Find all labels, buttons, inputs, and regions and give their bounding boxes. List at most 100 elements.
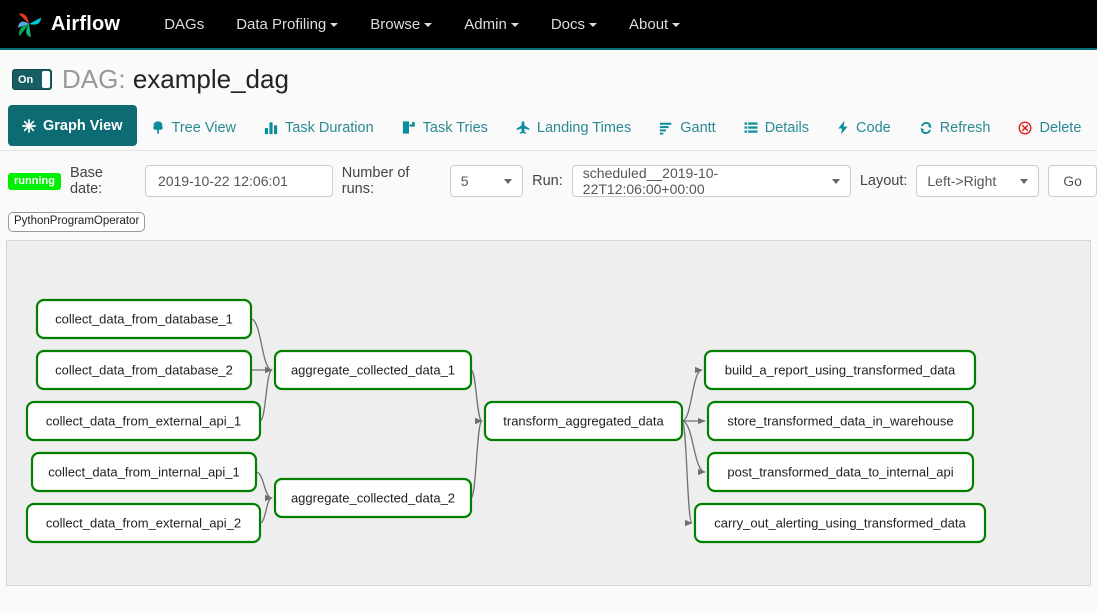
delete-circle-icon xyxy=(1018,121,1032,135)
graph-node[interactable]: collect_data_from_database_1 xyxy=(35,298,253,339)
number-of-runs-value: 5 xyxy=(460,173,469,189)
tab-label: Task Tries xyxy=(422,119,488,136)
tab-landing-times[interactable]: Landing Times xyxy=(502,105,645,150)
legend-operator-pill[interactable]: PythonProgramOperator xyxy=(8,212,146,232)
tab-label: Refresh xyxy=(939,119,991,136)
run-select[interactable]: scheduled__2019-10-22T12:06:00+00:00 xyxy=(571,165,851,197)
nav-item-about[interactable]: About xyxy=(613,10,696,39)
graph-node[interactable]: store_transformed_data_in_warehouse xyxy=(706,400,975,441)
graph-edge xyxy=(470,369,483,424)
tab-label: Code xyxy=(856,119,891,136)
graph-node-label: carry_out_alerting_using_transformed_dat… xyxy=(714,515,966,530)
base-date-input[interactable]: 2019-10-22 12:06:01 xyxy=(144,165,333,197)
brand-label: Airflow xyxy=(51,12,121,35)
tab-label: Details xyxy=(764,119,810,136)
graph-node-label: collect_data_from_external_api_2 xyxy=(46,515,241,530)
number-of-runs-label: Number of runs: xyxy=(341,165,410,197)
tab-gantt[interactable]: Gantt xyxy=(645,105,729,150)
tab-task-duration[interactable]: Task Duration xyxy=(250,105,388,150)
graph-edge xyxy=(259,366,273,422)
tab-label: Task Duration xyxy=(285,119,374,136)
graph-node-label: aggregate_collected_data_2 xyxy=(291,490,455,505)
graph-node[interactable]: transform_aggregated_data xyxy=(483,400,684,441)
toggle-knob xyxy=(42,71,50,88)
nav-item-label: Admin xyxy=(464,15,507,33)
graph-edge xyxy=(681,420,693,526)
graph-edge xyxy=(250,318,273,373)
operator-legend: PythonProgramOperator xyxy=(0,207,1097,240)
nav-item-data-profiling[interactable]: Data Profiling xyxy=(220,10,354,39)
graph-node[interactable]: collect_data_from_external_api_2 xyxy=(25,502,262,543)
graph-node-label: transform_aggregated_data xyxy=(503,413,664,428)
bolt-icon xyxy=(837,120,849,135)
bar-chart-icon xyxy=(264,121,278,135)
layout-label: Layout: xyxy=(859,173,908,189)
tab-label: Gantt xyxy=(680,119,716,136)
layout-select[interactable]: Left->Right xyxy=(916,165,1040,197)
graph-node-label: store_transformed_data_in_warehouse xyxy=(727,413,953,428)
base-date-label: Base date: xyxy=(69,165,103,197)
graph-node-label: collect_data_from_database_1 xyxy=(55,311,233,326)
graph-nodes: collect_data_from_database_1 collect_data… xyxy=(25,298,987,543)
dag-on-off-toggle[interactable]: On xyxy=(12,69,52,90)
graph-node[interactable]: aggregate_collected_data_2 xyxy=(273,477,473,518)
tab-tree-view[interactable]: Tree View xyxy=(137,105,250,150)
graph-node-label: aggregate_collected_data_1 xyxy=(291,362,455,377)
tab-label: Graph View xyxy=(43,117,123,134)
graph-node-label: build_a_report_using_transformed_data xyxy=(725,362,956,377)
chevron-down-icon xyxy=(831,178,840,184)
graph-node-label: collect_data_from_internal_api_1 xyxy=(48,464,240,479)
page-title: DAG: example_dag xyxy=(62,64,289,95)
tab-graph-view[interactable]: Graph View xyxy=(8,105,137,146)
nav-item-admin[interactable]: Admin xyxy=(448,10,535,39)
graph-node[interactable]: collect_data_from_external_api_1 xyxy=(25,400,262,441)
graph-node-label: collect_data_from_external_api_1 xyxy=(46,413,241,428)
tab-details[interactable]: Details xyxy=(730,105,823,150)
page-title-prefix: DAG: xyxy=(62,64,126,94)
dag-view-tabs: Graph View Tree View Task Duration Task … xyxy=(0,99,1097,151)
tab-label: Landing Times xyxy=(536,119,632,136)
nav-item-browse[interactable]: Browse xyxy=(354,10,448,39)
top-navbar: Airflow DAGs Data Profiling Browse Admin… xyxy=(0,0,1097,50)
number-of-runs-select[interactable]: 5 xyxy=(449,165,524,197)
tree-icon xyxy=(151,120,165,135)
graph-edge xyxy=(470,417,483,499)
dag-graph-svg: collect_data_from_database_1 collect_data… xyxy=(25,298,987,543)
nav-item-label: About xyxy=(629,15,669,33)
layout-value: Left->Right xyxy=(927,173,997,189)
chevron-down-icon xyxy=(510,22,519,27)
graph-node[interactable]: post_transformed_data_to_internal_api xyxy=(706,451,975,492)
graph-node[interactable]: build_a_report_using_transformed_data xyxy=(703,349,977,390)
asterisk-icon xyxy=(22,118,36,133)
graph-node[interactable]: collect_data_from_internal_api_1 xyxy=(30,451,258,492)
run-label: Run: xyxy=(532,173,563,189)
nav-item-docs[interactable]: Docs xyxy=(535,10,613,39)
graph-node[interactable]: collect_data_from_database_2 xyxy=(35,349,253,390)
go-button[interactable]: Go xyxy=(1048,165,1097,197)
graph-edge xyxy=(681,420,706,475)
flag-icon xyxy=(402,120,416,135)
brand-home-link[interactable]: Airflow xyxy=(14,9,120,39)
tab-code[interactable]: Code xyxy=(823,105,905,150)
graph-edge xyxy=(255,471,273,501)
list-icon xyxy=(744,121,758,135)
graph-node[interactable]: carry_out_alerting_using_transformed_dat… xyxy=(693,502,987,543)
tab-refresh[interactable]: Refresh xyxy=(905,105,1005,150)
dag-graph-canvas[interactable]: collect_data_from_database_1 collect_data… xyxy=(6,239,1091,586)
nav-item-label: Browse xyxy=(370,15,421,33)
status-badge: running xyxy=(8,172,61,190)
nav-item-label: Data Profiling xyxy=(236,15,327,33)
graph-edge xyxy=(681,366,703,422)
graph-edges xyxy=(250,318,706,526)
tab-label: Tree View xyxy=(171,119,236,136)
airflow-pinwheel-icon xyxy=(14,9,44,39)
chevron-down-icon xyxy=(672,22,681,27)
chevron-down-icon xyxy=(1020,178,1029,184)
tab-task-tries[interactable]: Task Tries xyxy=(388,105,502,150)
nav-item-dags[interactable]: DAGs xyxy=(148,10,220,39)
tab-label: Delete xyxy=(1039,119,1082,136)
chevron-down-icon xyxy=(330,22,339,27)
tab-delete[interactable]: Delete xyxy=(1004,105,1095,150)
graph-node-label: collect_data_from_database_2 xyxy=(55,362,233,377)
graph-node[interactable]: aggregate_collected_data_1 xyxy=(273,349,473,390)
